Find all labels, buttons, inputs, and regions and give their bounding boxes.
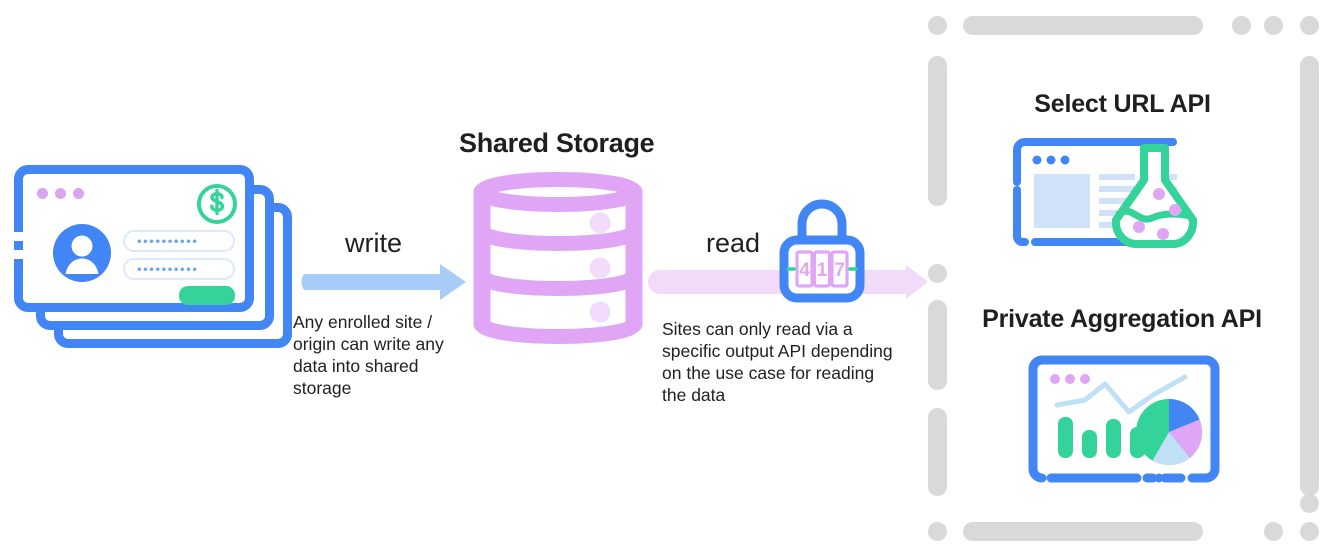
- read-caption: Sites can only read via a specific outpu…: [662, 319, 893, 405]
- lock-digit-1: 4: [799, 260, 810, 281]
- password-field-2[interactable]: ••••••••••: [123, 258, 235, 280]
- submit-button[interactable]: [179, 286, 235, 305]
- window-dot: [73, 188, 84, 199]
- lock-digit-3: 7: [834, 260, 845, 281]
- panel-border-dash-left: [928, 300, 947, 390]
- password-mask: ••••••••••: [137, 261, 199, 277]
- card-notch: [14, 232, 23, 241]
- panel-border-dash-left: [928, 56, 947, 206]
- password-mask: ••••••••••: [137, 233, 199, 249]
- stacked-login-cards: •••••••••• ••••••••••: [14, 165, 294, 365]
- panel-border-dash-bottom: [963, 522, 1203, 541]
- window-dot: [37, 188, 48, 199]
- login-card-front: •••••••••• ••••••••••: [14, 165, 254, 312]
- shared-storage-title: Shared Storage: [459, 128, 655, 158]
- panel-border-dash-left: [928, 408, 947, 496]
- dashboard-charts-icon: [1028, 355, 1220, 483]
- read-label: read: [706, 228, 761, 258]
- database-cylinder-icon: [473, 172, 643, 345]
- panel-border-dot: [1264, 16, 1283, 35]
- panel-border-dash-top: [963, 16, 1203, 35]
- user-avatar-icon: [53, 224, 111, 282]
- window-dot: [55, 188, 66, 199]
- password-field-1[interactable]: ••••••••••: [123, 230, 235, 252]
- browser-flask-icon: [1013, 138, 1198, 249]
- panel-border-dot: [1232, 16, 1251, 35]
- panel-border-dot: [928, 264, 947, 283]
- panel-border-dash-right: [1300, 56, 1319, 496]
- panel-border-dot: [928, 522, 947, 541]
- panel-border-dot: [1300, 16, 1319, 35]
- panel-border-dot: [1300, 494, 1319, 513]
- lock-digit-2: 1: [817, 260, 828, 281]
- panel-border-dot: [1264, 522, 1283, 541]
- output-api-title-private-aggregation: Private Aggregation API: [982, 305, 1262, 333]
- write-arrow: [301, 264, 466, 300]
- output-api-title-select-url: Select URL API: [1034, 90, 1211, 118]
- write-label: write: [345, 228, 403, 258]
- combination-padlock-icon: 4 1 7: [779, 199, 865, 303]
- card-notch: [14, 250, 23, 259]
- panel-border-dot: [928, 16, 947, 35]
- panel-border-dot: [1300, 522, 1319, 541]
- dollar-circle-icon: [197, 184, 237, 224]
- write-caption: Any enrolled site / origin can write any…: [293, 312, 444, 398]
